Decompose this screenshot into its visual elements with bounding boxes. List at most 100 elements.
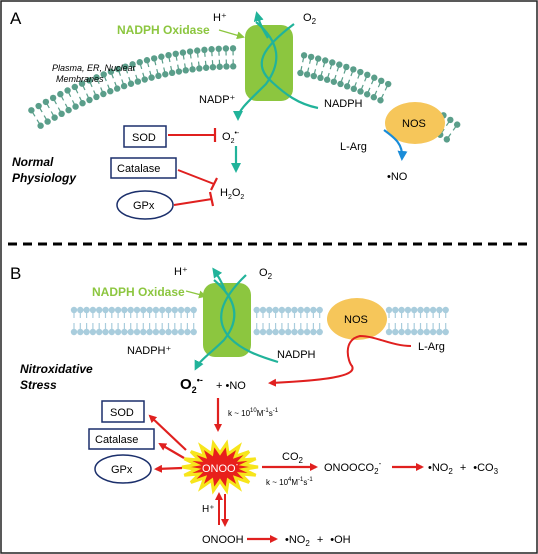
gpx-ellipse-a [116, 190, 174, 220]
sod-label-b: SOD [110, 407, 134, 419]
lipid-head [108, 306, 116, 314]
lipid-head [357, 88, 364, 95]
lipid-head [127, 306, 134, 314]
electron-path-b1 [220, 274, 279, 364]
lipid-head [146, 328, 153, 336]
lipid-head [108, 328, 116, 336]
lipid-head [272, 328, 279, 336]
flat-membrane [70, 306, 449, 336]
lipid-head [404, 306, 412, 314]
lipid-head [398, 328, 405, 336]
lipid-head [253, 306, 260, 314]
lipid-head [317, 74, 324, 82]
nadph-oxidase-label-b: NADPH Oxidase [92, 285, 185, 299]
lipid-head [70, 328, 78, 336]
lipid-head [64, 87, 71, 94]
superoxide-label-b: O2•- [180, 375, 203, 395]
lipid-head [278, 328, 286, 336]
lipid-head [127, 328, 134, 336]
lipid-head [370, 94, 378, 101]
lipid-head [122, 63, 129, 70]
lipid-head [121, 328, 128, 336]
condition-label-a-line2: Physiology [12, 171, 77, 185]
lipid-head [315, 55, 322, 62]
lipid-head [272, 306, 279, 314]
lipid-head [136, 59, 143, 66]
lipid-head [350, 66, 357, 73]
lipid-head [89, 306, 97, 314]
superoxide-path-b [194, 279, 236, 371]
lipid-head [42, 98, 50, 106]
lipid-head [307, 53, 315, 61]
lipid-head [350, 85, 358, 93]
lipid-head [442, 328, 449, 336]
lipid-head [303, 71, 311, 78]
lipid-head [114, 65, 122, 73]
lipid-head [175, 68, 183, 75]
rate1-label: k ~ 1010M-1s-1 [228, 408, 279, 418]
sod-label-a: SOD [132, 132, 156, 144]
lipid-head [371, 74, 378, 81]
lipid-head [278, 306, 286, 314]
lipid-head [152, 328, 160, 336]
lipid-head [303, 306, 311, 314]
lipid-head [385, 306, 393, 314]
lipid-head [100, 71, 107, 78]
lipid-head [171, 328, 178, 336]
lipid-head [70, 306, 78, 314]
lipid-head [196, 65, 203, 72]
lipid-head [140, 306, 147, 314]
lipid-head [172, 50, 179, 58]
lipid-head [297, 306, 304, 314]
lipid-head [162, 71, 169, 78]
lipid-head [71, 83, 79, 91]
lipid-head [423, 306, 430, 314]
membrane-label-line2: Membranes [56, 74, 104, 84]
co2-label: CO2 [282, 451, 304, 465]
lipid-head [190, 306, 197, 314]
peroxynitrite-starburst [181, 439, 259, 495]
lipid-head [316, 328, 323, 336]
lipid-head [177, 328, 185, 336]
o2-label-b: O2 [259, 267, 273, 281]
lipid-head [120, 82, 128, 90]
lipid-head [194, 47, 201, 54]
lipid-head [297, 328, 304, 336]
onoo-to-sod-arrow [148, 414, 187, 451]
nadp-plus-label-a: NADP⁺ [199, 94, 236, 106]
lipid-head [215, 45, 222, 52]
lipid-head [35, 102, 42, 110]
lipid-head [266, 306, 273, 314]
lipid-head [96, 328, 103, 336]
lipid-head [93, 74, 100, 81]
lipid-head [184, 306, 191, 314]
no-label-a: •NO [387, 171, 408, 183]
lipid-head [297, 69, 304, 77]
lipid-head [152, 306, 160, 314]
gpx-inhibit-line [173, 198, 213, 206]
lipid-head [411, 306, 418, 314]
lipid-head [78, 80, 86, 87]
lipid-head [316, 306, 323, 314]
lipid-head [303, 328, 311, 336]
lipid-head [86, 77, 93, 84]
lipid-head [190, 328, 197, 336]
nadph-oxidase-pointer-a [218, 29, 245, 40]
lipid-head [453, 121, 461, 128]
plus-no-label-b: + •NO [216, 380, 246, 392]
lipid-head [159, 306, 166, 314]
lipid-head [343, 83, 351, 90]
condition-label-b-line1: Nitroxidative [20, 362, 93, 376]
lipid-head [72, 103, 79, 110]
lipid-head [209, 63, 217, 71]
gpx-label-a: GPx [133, 200, 155, 212]
lipid-head [179, 49, 187, 56]
onoo-to-gpx-arrow [154, 464, 183, 473]
lipid-head [253, 328, 260, 336]
lipid-head [133, 306, 141, 314]
lipid-head [259, 306, 267, 314]
lipid-head [384, 80, 392, 88]
lipid-head [121, 306, 128, 314]
lipid-head [189, 66, 196, 73]
